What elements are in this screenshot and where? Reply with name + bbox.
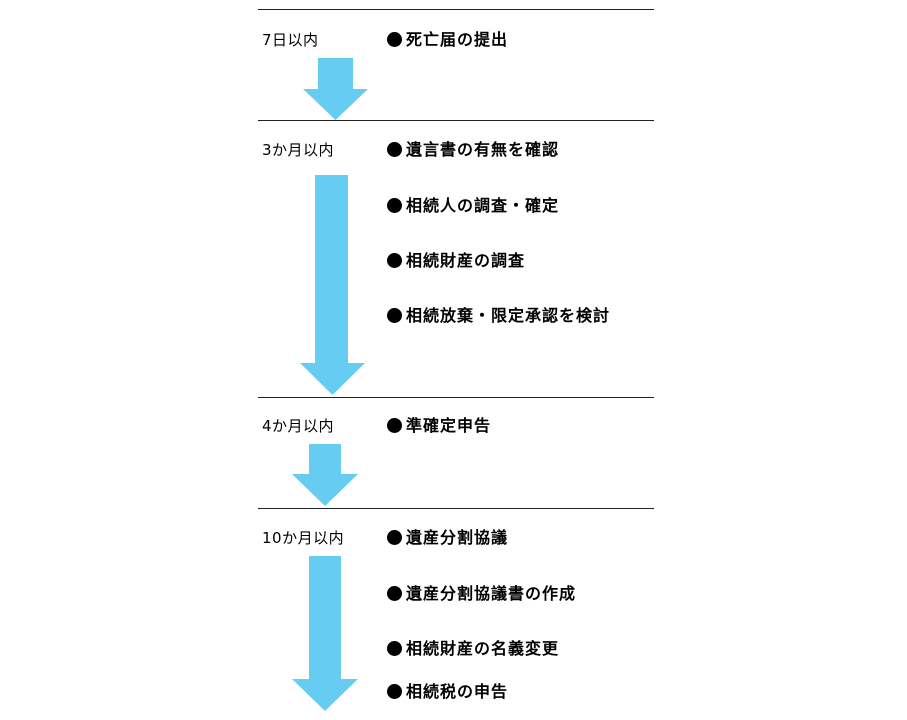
- stage-2-task-2: 相続人の調査・確定: [387, 196, 559, 216]
- task-label: 相続財産の調査: [406, 251, 526, 270]
- task-label: 相続税の申告: [406, 682, 509, 701]
- stage-4-task-1: 遺産分割協議: [387, 528, 508, 548]
- bullet-icon: [387, 32, 402, 47]
- stage-3-divider: [258, 397, 654, 398]
- stage-3-deadline: 4か月以内: [262, 417, 335, 435]
- task-label: 相続放棄・限定承認を検討: [406, 306, 611, 325]
- stage-2-task-4: 相続放棄・限定承認を検討: [387, 306, 610, 326]
- stage-1-arrow-icon: [303, 58, 368, 120]
- stage-2-divider: [258, 120, 654, 121]
- stage-2-arrow-icon: [300, 175, 365, 395]
- bullet-icon: [387, 142, 402, 157]
- stage-1-task-1: 死亡届の提出: [387, 30, 508, 50]
- stage-2-task-1: 遺言書の有無を確認: [387, 140, 559, 160]
- bullet-icon: [387, 641, 402, 656]
- task-label: 遺言書の有無を確認: [406, 140, 560, 159]
- stage-1-deadline: 7日以内: [262, 31, 319, 49]
- task-label: 死亡届の提出: [406, 30, 509, 49]
- task-label: 相続人の調査・確定: [406, 196, 560, 215]
- arrow-shape: [300, 175, 365, 395]
- task-label: 準確定申告: [406, 416, 492, 435]
- stage-4-divider: [258, 508, 654, 509]
- bullet-icon: [387, 530, 402, 545]
- bullet-icon: [387, 418, 402, 433]
- bullet-icon: [387, 198, 402, 213]
- arrow-shape: [303, 58, 368, 120]
- stage-2-task-3: 相続財産の調査: [387, 251, 525, 271]
- task-label: 相続財産の名義変更: [406, 639, 560, 658]
- bullet-icon: [387, 253, 402, 268]
- stage-4-task-3: 相続財産の名義変更: [387, 639, 559, 659]
- task-label: 遺産分割協議書の作成: [406, 584, 577, 603]
- stage-3-arrow-icon: [292, 444, 358, 506]
- stage-2-deadline: 3か月以内: [262, 141, 335, 159]
- stage-4-task-2: 遺産分割協議書の作成: [387, 584, 576, 604]
- stage-4-deadline: 10か月以内: [262, 529, 345, 547]
- stage-4-arrow-icon: [292, 556, 358, 711]
- bullet-icon: [387, 308, 402, 323]
- arrow-shape: [292, 556, 358, 711]
- arrow-shape: [292, 444, 358, 506]
- stage-3-task-1: 準確定申告: [387, 416, 491, 436]
- bullet-icon: [387, 586, 402, 601]
- stage-1-divider: [258, 9, 654, 10]
- stage-4-task-4: 相続税の申告: [387, 682, 508, 702]
- bullet-icon: [387, 684, 402, 699]
- task-label: 遺産分割協議: [406, 528, 509, 547]
